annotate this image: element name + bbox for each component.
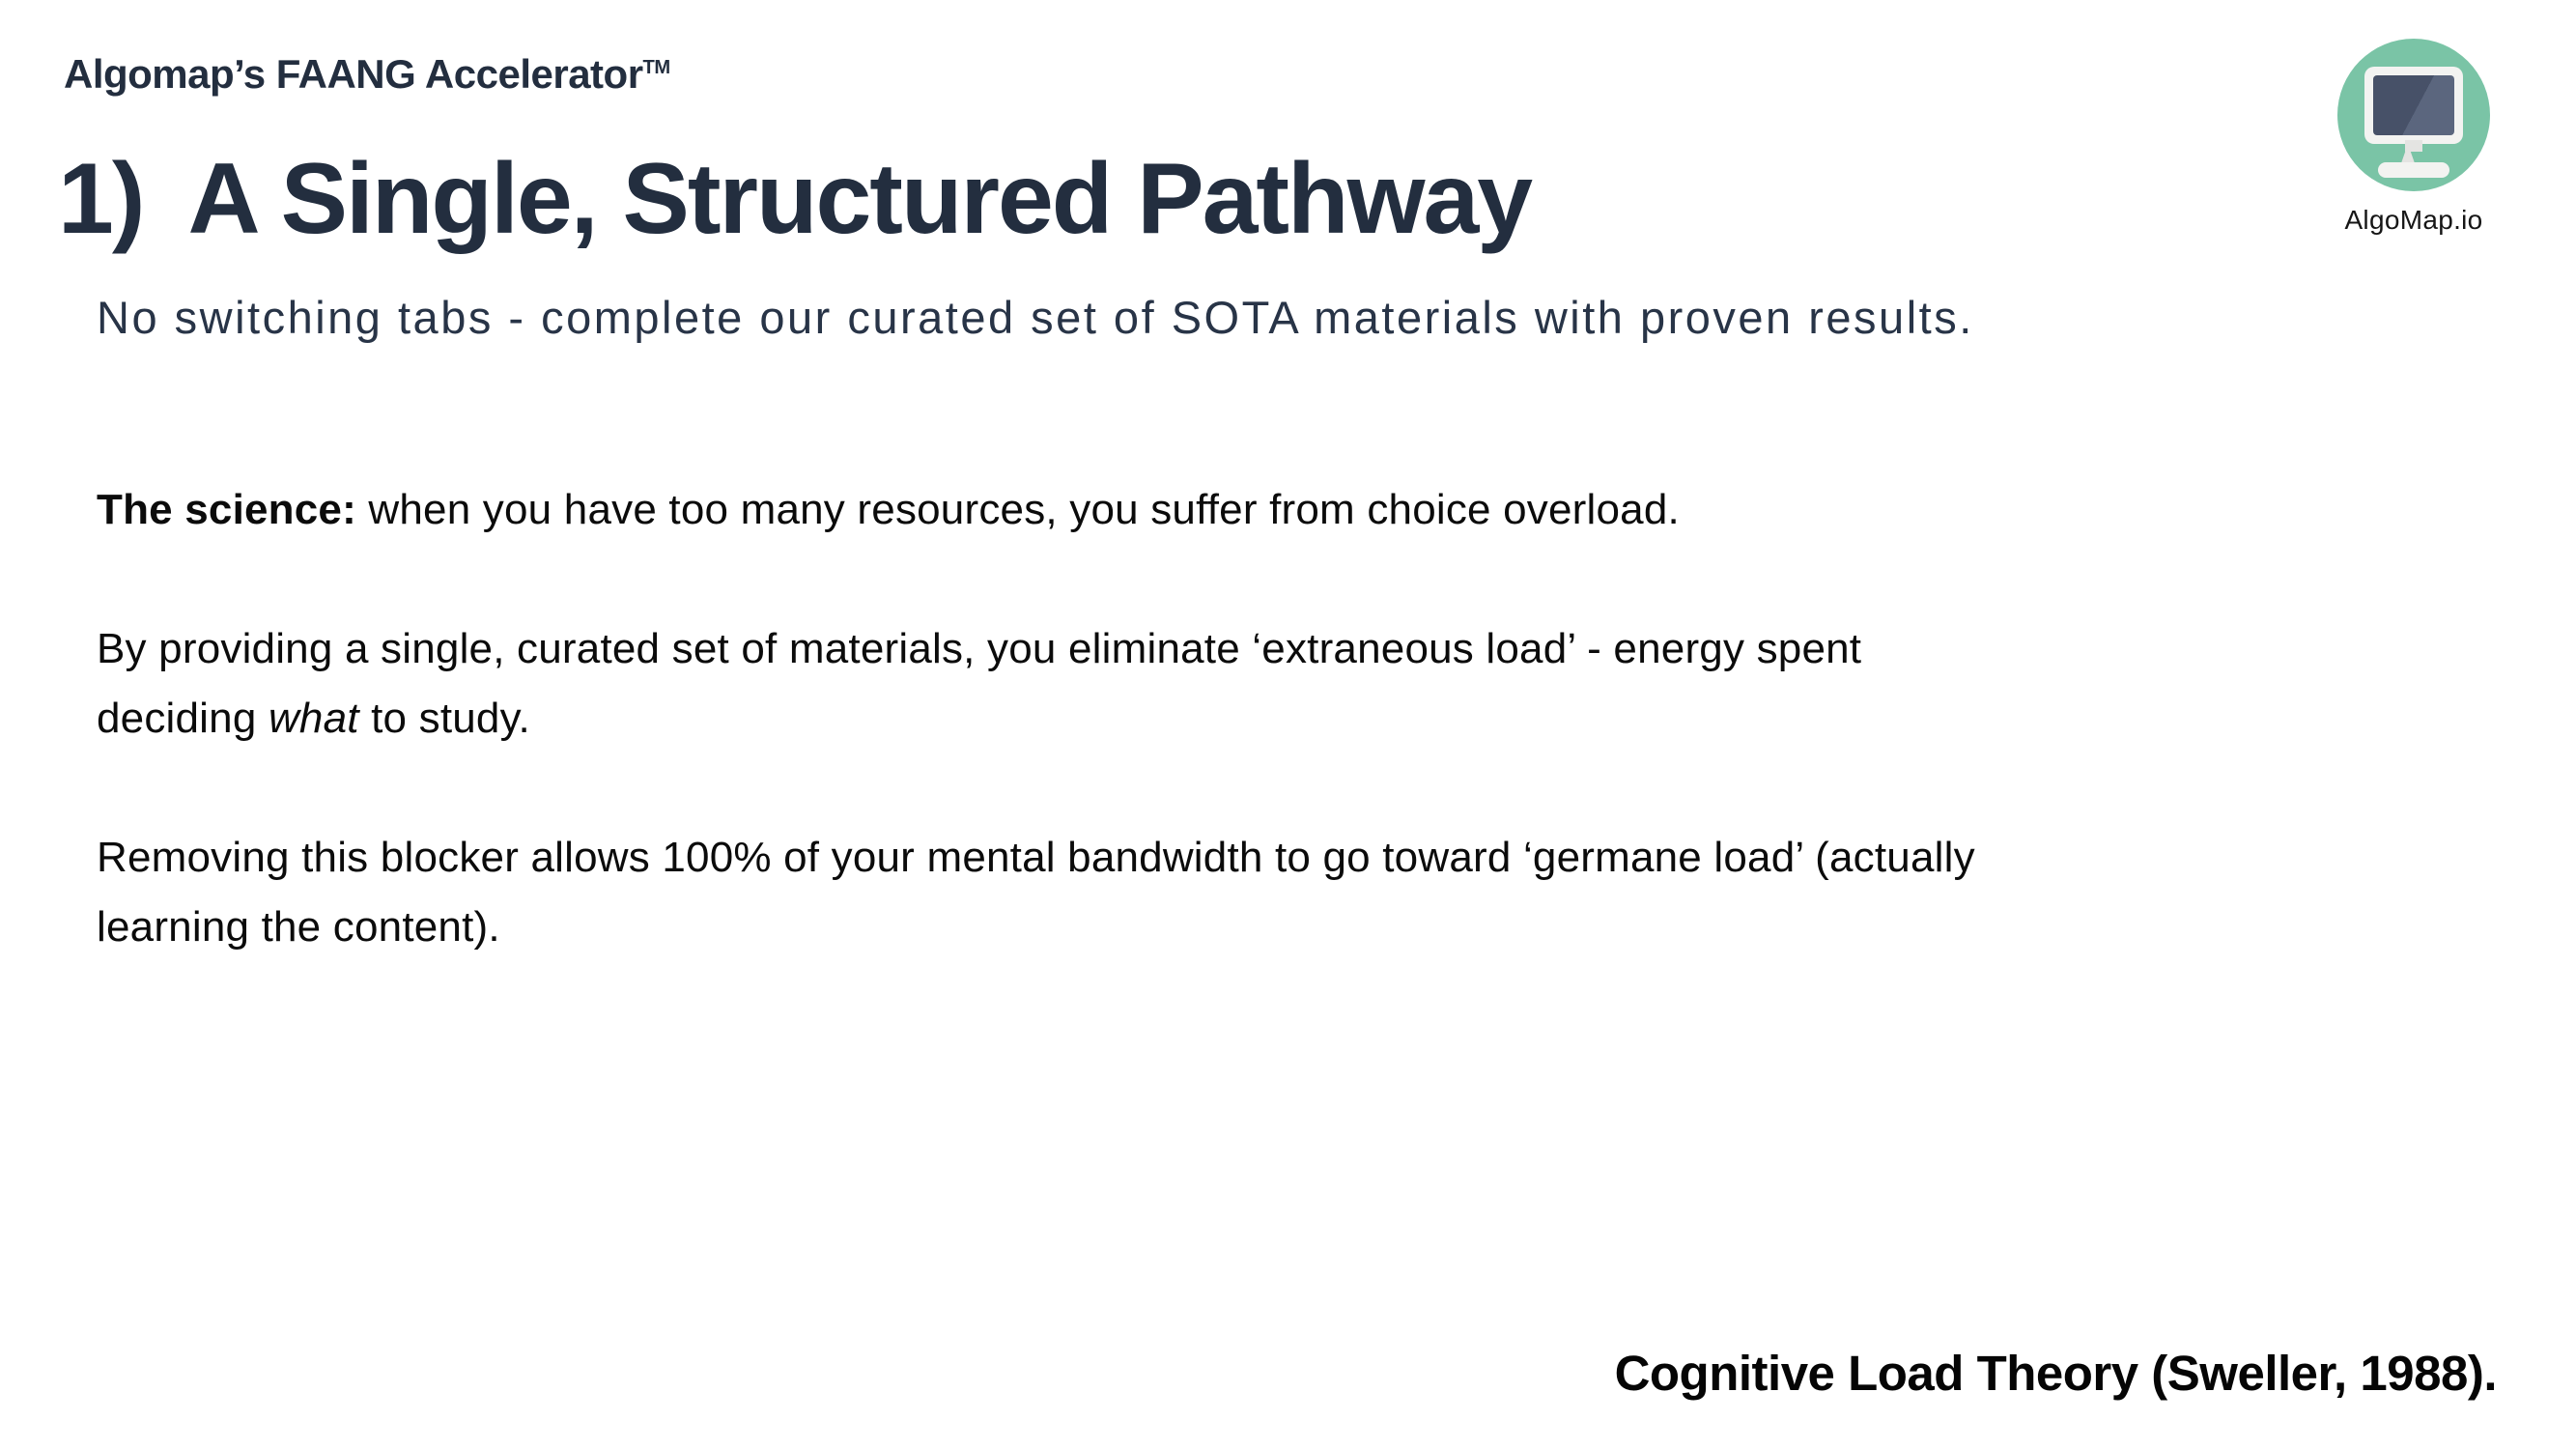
science-label: The science:	[97, 486, 356, 533]
brand-title-text: Algomap’s FAANG Accelerator	[64, 51, 643, 97]
monitor-stand-neck	[2401, 144, 2415, 163]
citation: Cognitive Load Theory (Sweller, 1988).	[1614, 1346, 2498, 1401]
italic-what: what	[268, 695, 359, 742]
extraneous-text-after: to study.	[358, 695, 530, 742]
trademark-superscript: TM	[642, 57, 671, 78]
brand-title: Algomap’s FAANG AcceleratorTM	[64, 54, 670, 95]
paragraph-extraneous-load: By providing a single, curated set of ma…	[97, 614, 2279, 753]
paragraph-science: The science: when you have too many reso…	[97, 475, 2279, 545]
monitor-screen	[2373, 75, 2454, 135]
monitor-icon	[2364, 67, 2463, 144]
page-title: 1) A Single, Structured Pathway	[58, 146, 1533, 252]
heading-number: 1)	[58, 143, 145, 255]
subtitle: No switching tabs - complete our curated…	[97, 292, 1974, 343]
paragraph-germane-load: Removing this blocker allows 100% of you…	[97, 834, 1975, 951]
heading-text: A Single, Structured Pathway	[187, 143, 1533, 255]
algomap-logo: AlgoMap.io	[2332, 39, 2496, 236]
logo-circle	[2337, 39, 2490, 191]
monitor-stand-base	[2378, 162, 2449, 178]
logo-label: AlgoMap.io	[2344, 205, 2483, 235]
body-text: The science: when you have too many reso…	[97, 475, 2279, 1032]
science-text: when you have too many resources, you su…	[355, 486, 1680, 533]
extraneous-text-before: By providing a single, curated set of ma…	[97, 625, 1862, 742]
